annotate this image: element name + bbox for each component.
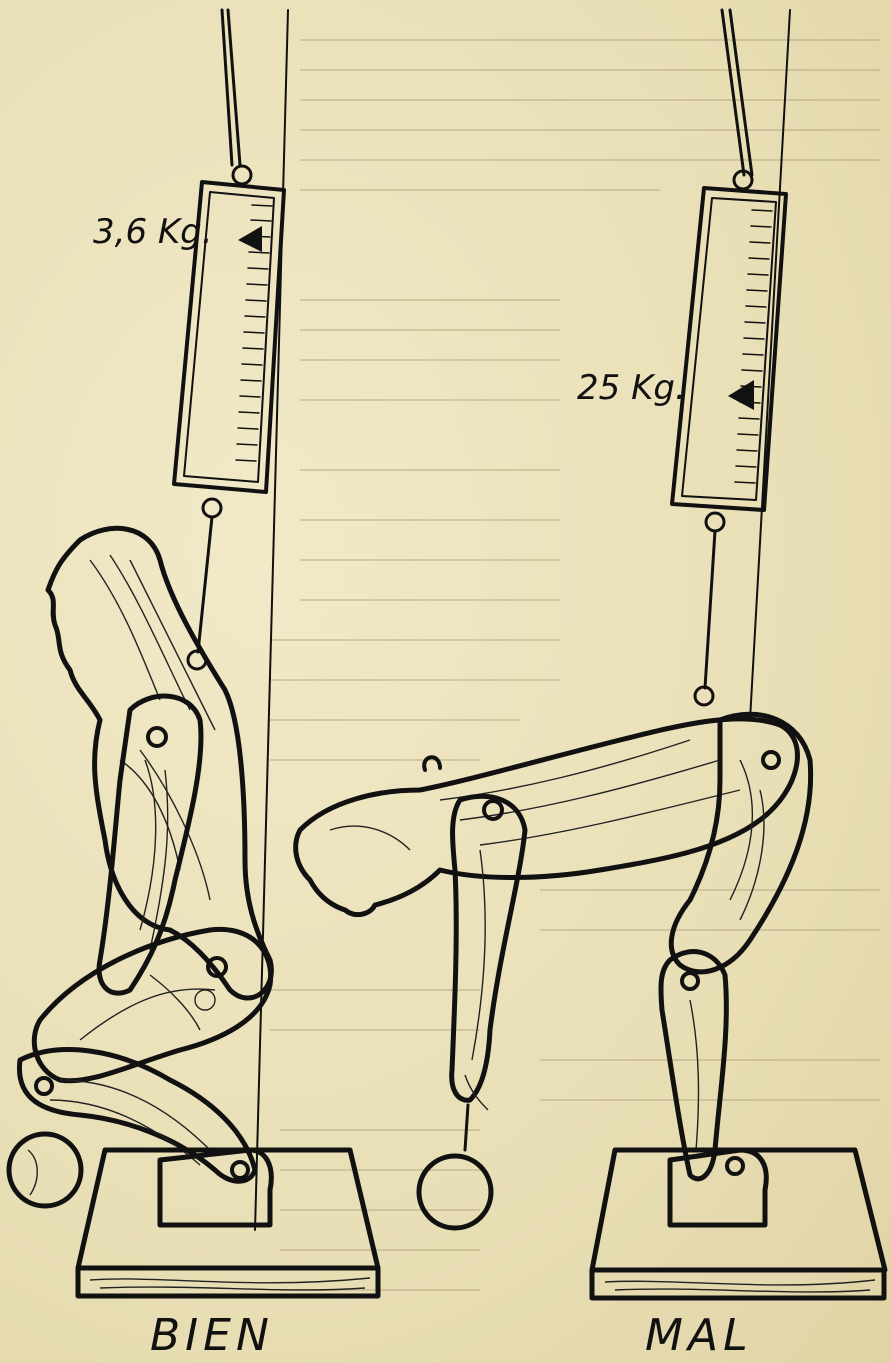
right-spring-scale <box>672 10 790 720</box>
caption-incorrect: MAL <box>645 1310 753 1361</box>
bleed-through-text <box>270 40 880 1290</box>
right-weight-ball <box>419 1156 491 1228</box>
right-weight-reading: 25 Kg. <box>577 368 686 408</box>
left-weight-reading: 3,6 Kg. <box>93 212 213 252</box>
left-weight-ball <box>9 1134 81 1206</box>
left-scale-pointer-icon <box>238 226 262 252</box>
caption-correct: BIEN <box>150 1310 274 1361</box>
left-figure-correct-posture <box>9 528 378 1296</box>
right-scale-pointer-icon <box>728 380 754 410</box>
right-wooden-base <box>592 1150 885 1270</box>
